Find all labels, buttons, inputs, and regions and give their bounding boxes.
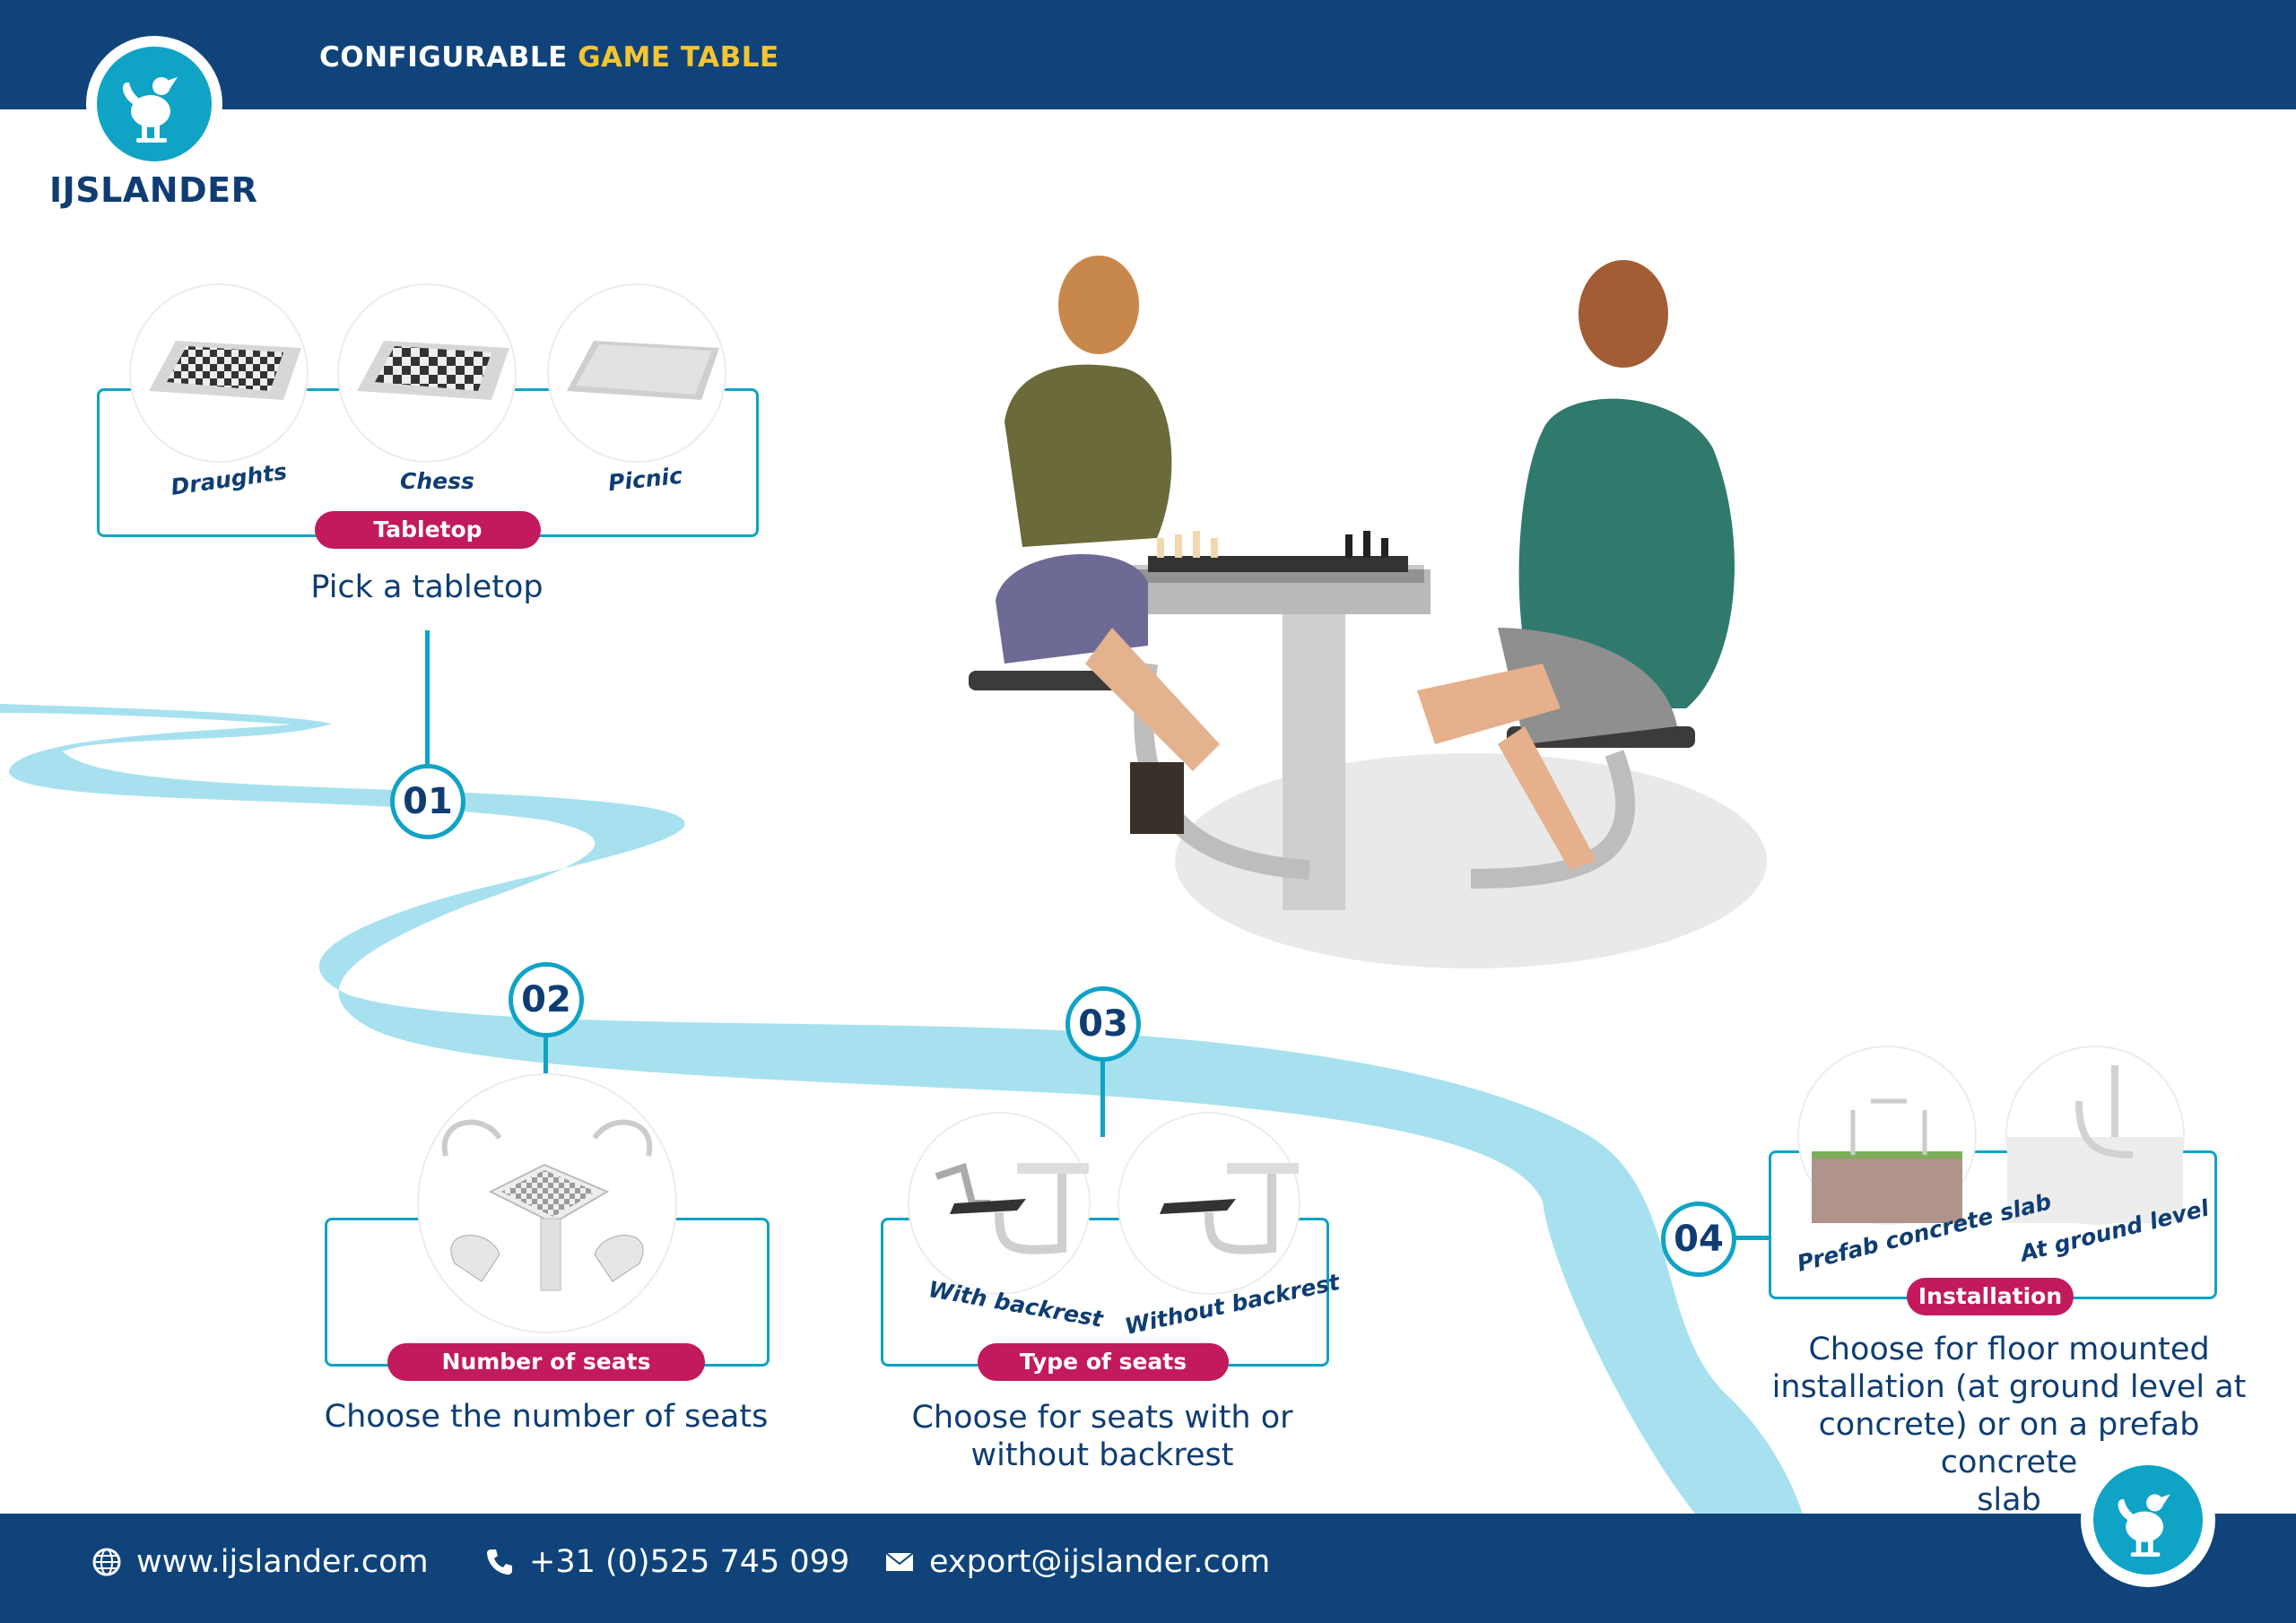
phone-icon bbox=[487, 1549, 512, 1575]
option-at-ground-level[interactable] bbox=[2005, 1046, 2185, 1225]
option-without-backrest[interactable] bbox=[1118, 1112, 1300, 1295]
phone-text: +31 (0)525 745 099 bbox=[529, 1544, 850, 1580]
rooster-logo-icon bbox=[97, 47, 212, 161]
seat-without-backrest-icon bbox=[1160, 1163, 1299, 1254]
option-picnic[interactable] bbox=[547, 283, 726, 463]
pill-type-of-seats: Type of seats bbox=[978, 1343, 1229, 1381]
four-seat-table-icon bbox=[441, 1119, 653, 1291]
step-03-description-line-1: Choose for seats with or bbox=[911, 1400, 1293, 1436]
header-bar bbox=[0, 0, 2296, 109]
pill-installation: Installation bbox=[1907, 1278, 2074, 1315]
step-number-04: 04 bbox=[1661, 1202, 1736, 1277]
ground-level-icon bbox=[2007, 1065, 2183, 1223]
globe-icon bbox=[92, 1548, 121, 1576]
step-number-02: 02 bbox=[509, 962, 584, 1037]
draughts-board-icon bbox=[149, 341, 301, 400]
step-04-description-line-4: slab bbox=[1977, 1482, 2041, 1518]
step-number-03: 03 bbox=[1065, 986, 1141, 1062]
seat-with-backrest-icon bbox=[935, 1162, 1089, 1254]
email-text: export@ijslander.com bbox=[929, 1544, 1271, 1580]
option-chess[interactable] bbox=[337, 283, 517, 463]
pill-tabletop: Tabletop bbox=[315, 511, 541, 549]
option-prefab-concrete-slab[interactable] bbox=[1797, 1046, 1977, 1225]
step-04-description-line-3: concrete) or on a prefab concrete bbox=[1818, 1407, 2200, 1480]
chess-board-icon bbox=[357, 341, 509, 400]
phone-link[interactable]: +31 (0)525 745 099 bbox=[484, 1544, 849, 1580]
website-link[interactable]: www.ijslander.com bbox=[91, 1544, 429, 1580]
step-04-description-line-1: Choose for floor mounted bbox=[1808, 1332, 2210, 1367]
hero-photo-game-table bbox=[969, 242, 1776, 968]
brand-name: IJSLANDER bbox=[49, 170, 258, 210]
step-number-01: 01 bbox=[390, 764, 465, 839]
step-04-description: Choose for floor mounted installation (a… bbox=[1758, 1331, 2260, 1519]
connector-04 bbox=[1733, 1236, 1769, 1240]
page-title: CONFIGURABLE GAME TABLE bbox=[319, 41, 779, 74]
option-seat-layout[interactable] bbox=[417, 1073, 677, 1333]
step-01-description: Pick a tabletop bbox=[310, 569, 544, 605]
email-link[interactable]: export@ijslander.com bbox=[884, 1544, 1270, 1580]
option-draughts[interactable] bbox=[129, 283, 309, 463]
pill-number-of-seats: Number of seats bbox=[387, 1343, 705, 1381]
step-03-description: Choose for seats with or without backres… bbox=[866, 1399, 1338, 1474]
step-04-description-line-2: installation (at ground level at bbox=[1771, 1369, 2247, 1405]
picnic-top-icon bbox=[567, 341, 719, 400]
connector-02 bbox=[544, 1037, 548, 1073]
footer-bar bbox=[0, 1514, 2296, 1623]
envelope-icon bbox=[885, 1552, 914, 1571]
prefab-slab-icon bbox=[1812, 1098, 1962, 1223]
connector-01 bbox=[425, 630, 430, 765]
step-03-description-line-2: without backrest bbox=[970, 1437, 1234, 1473]
option-with-backrest[interactable] bbox=[908, 1112, 1091, 1295]
rooster-logo-icon bbox=[2093, 1465, 2203, 1575]
website-text: www.ijslander.com bbox=[136, 1544, 429, 1580]
connector-03 bbox=[1100, 1062, 1105, 1137]
option-label-chess: Chess bbox=[400, 468, 474, 494]
step-02-description: Choose the number of seats bbox=[324, 1399, 769, 1435]
